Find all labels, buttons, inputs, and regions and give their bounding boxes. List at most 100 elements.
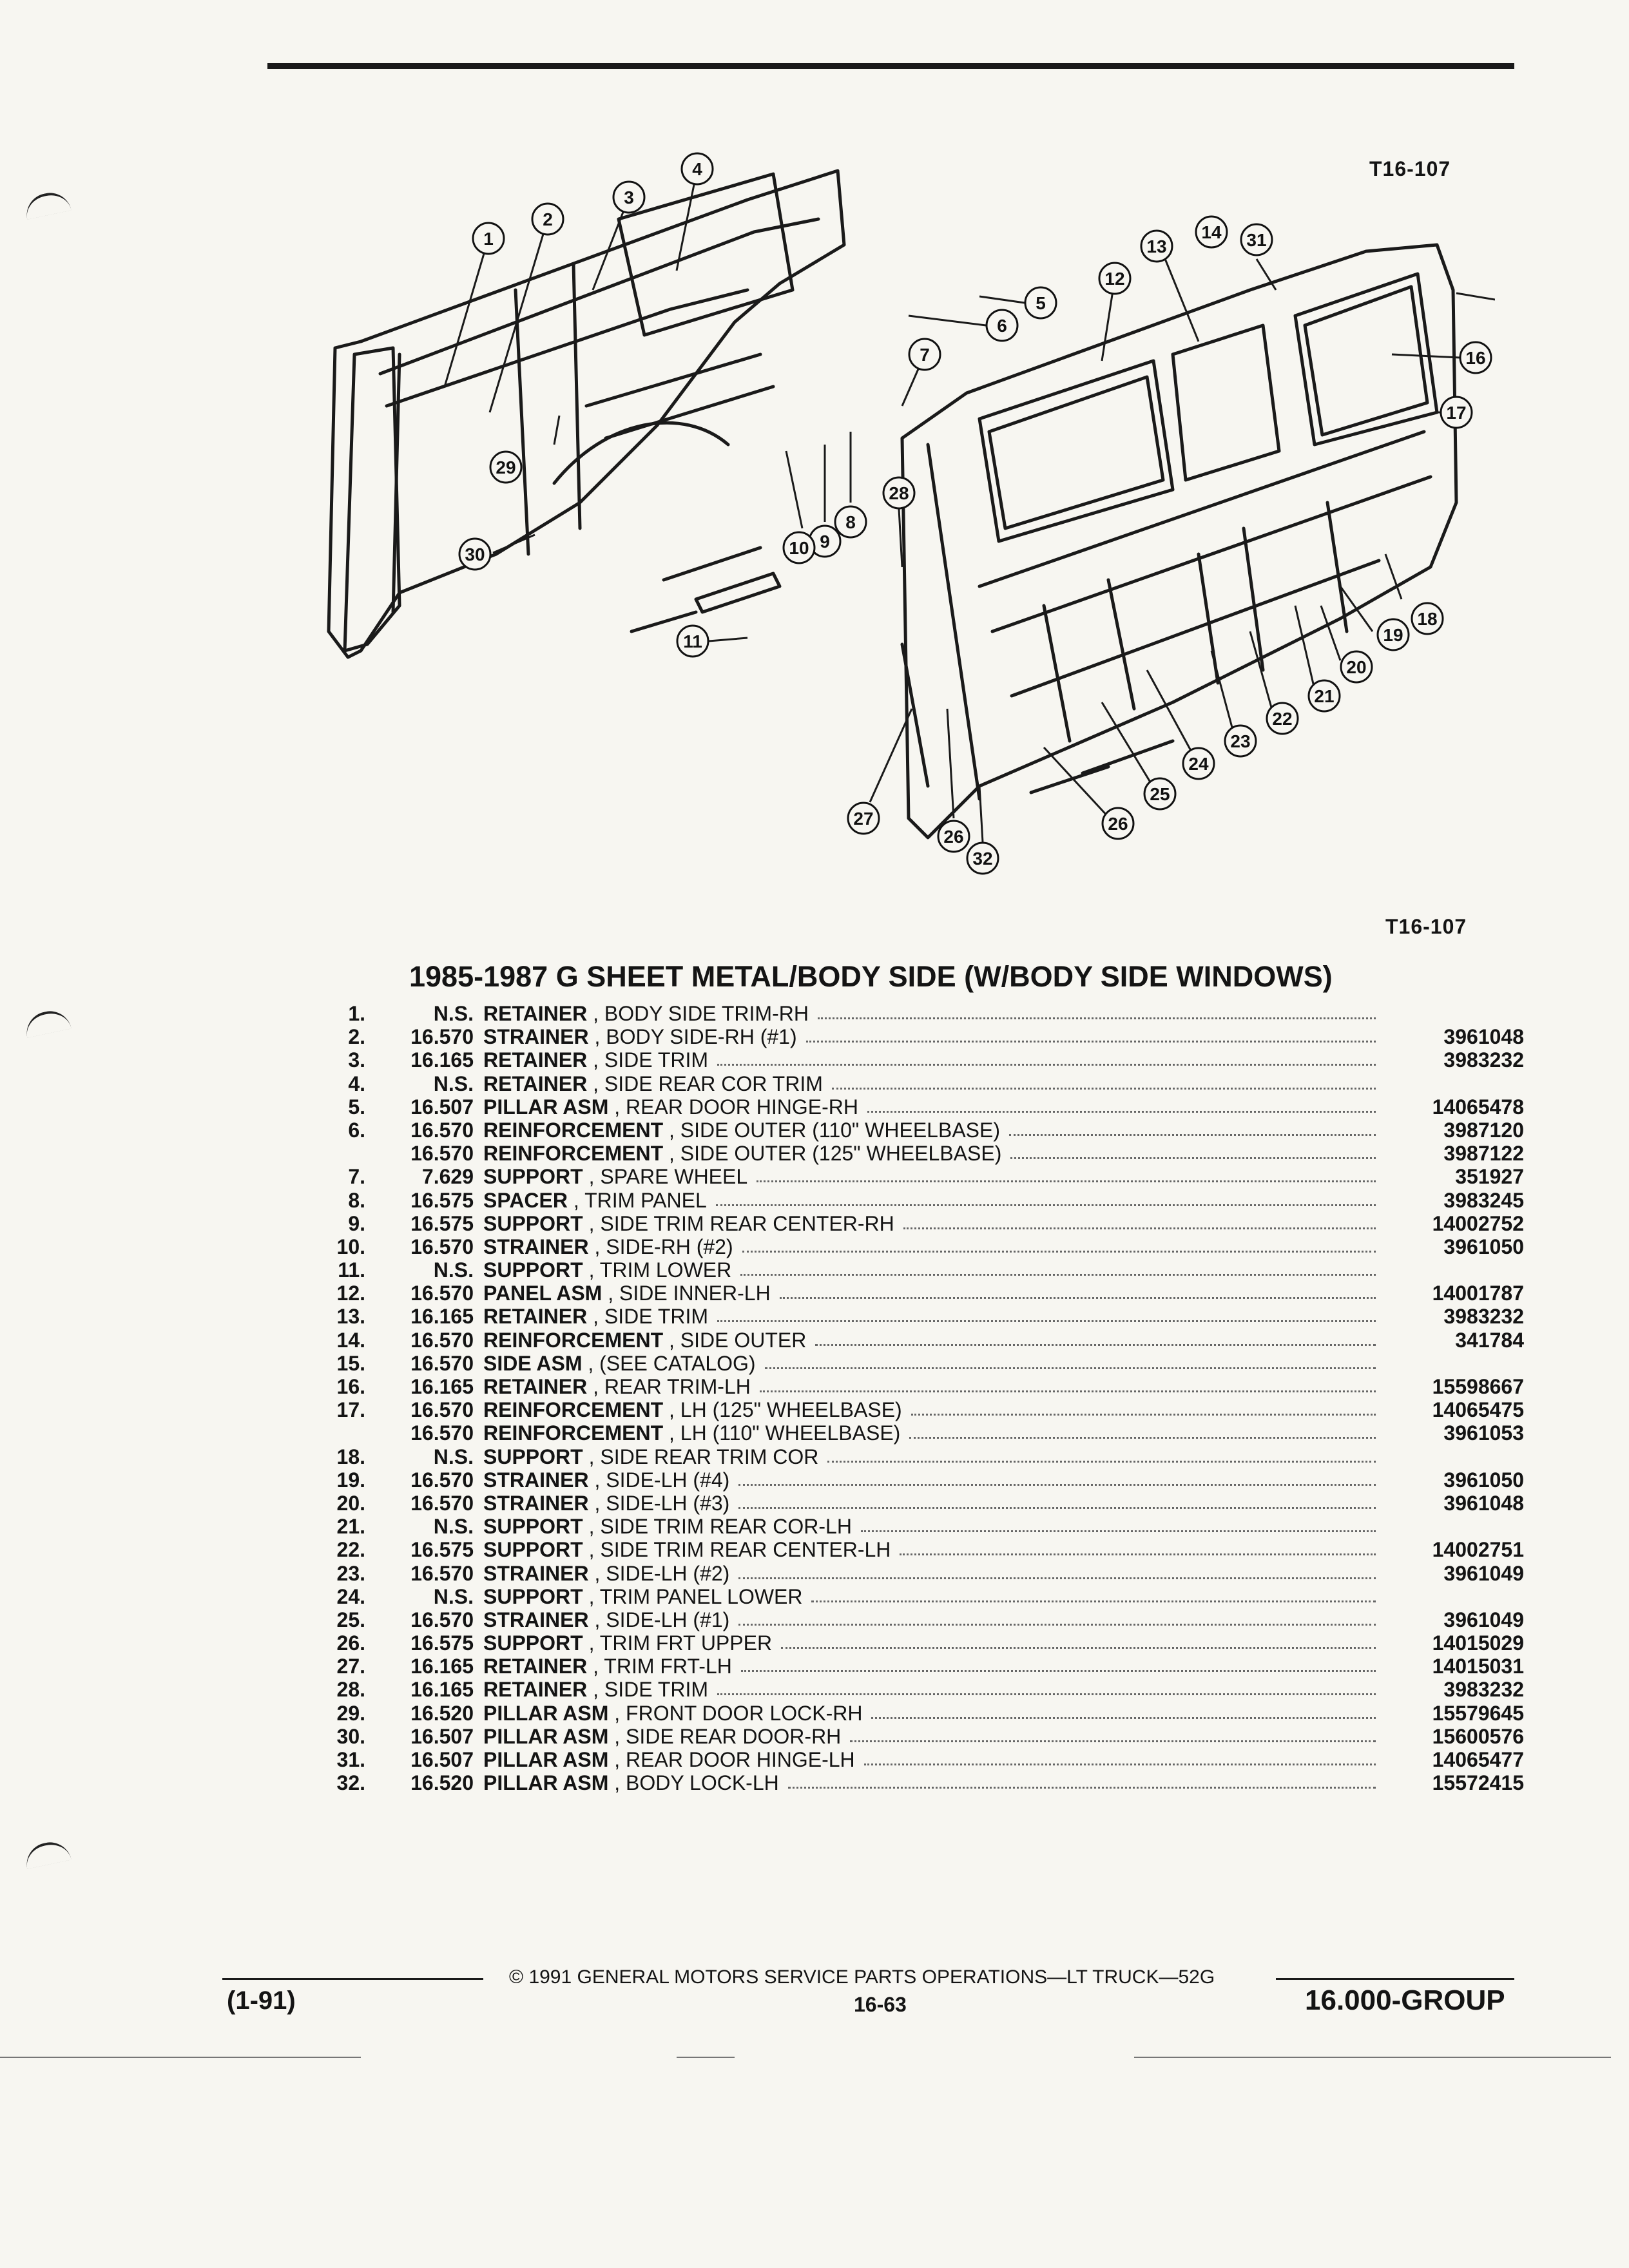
separator: ,: [663, 1142, 680, 1166]
item-number: 5.: [348, 1095, 365, 1119]
part-detail: TRIM FRT UPPER: [599, 1631, 773, 1655]
dot-leader: [738, 1506, 1376, 1509]
callout-label: 24: [1188, 754, 1209, 774]
separator: ,: [587, 1048, 604, 1072]
separator: ,: [583, 1515, 601, 1539]
separator: ,: [583, 1538, 601, 1562]
top-rule: [267, 63, 1514, 69]
group-number: N.S.: [433, 1258, 474, 1282]
part-detail: REAR DOOR HINGE-LH: [626, 1748, 855, 1771]
part-description: REINFORCEMENT , LH (110" WHEELBASE): [483, 1421, 900, 1445]
part-name: SUPPORT: [483, 1584, 583, 1608]
group-number: 16.570: [410, 1282, 474, 1305]
part-name: RETAINER: [483, 1048, 588, 1072]
part-detail: SIDE-LH (#2): [606, 1561, 730, 1585]
part-number: 15600576: [1432, 1724, 1524, 1748]
part-detail: REAR TRIM-LH: [604, 1375, 751, 1398]
part-name: RETAINER: [483, 1655, 588, 1678]
callout-label: 18: [1417, 609, 1437, 629]
part-name: PANEL ASM: [483, 1282, 602, 1305]
group-number: 16.570: [410, 1025, 474, 1049]
part-name: REINFORCEMENT: [483, 1118, 664, 1142]
part-name: PILLAR ASM: [483, 1748, 609, 1771]
part-name: PILLAR ASM: [483, 1095, 609, 1119]
part-detail: SIDE TRIM: [604, 1678, 709, 1702]
separator: ,: [608, 1095, 626, 1119]
part-name: PILLAR ASM: [483, 1701, 609, 1725]
dot-leader: [864, 1763, 1376, 1765]
separator: ,: [663, 1328, 680, 1352]
part-detail: LH (125" WHEELBASE): [680, 1398, 902, 1422]
part-detail: SIDE-LH (#1): [606, 1608, 730, 1631]
part-description: RETAINER , TRIM FRT-LH: [483, 1655, 732, 1678]
callout-label: 3: [624, 187, 634, 207]
callout-label: 11: [683, 631, 702, 651]
part-number: 341784: [1455, 1328, 1524, 1352]
part-description: REINFORCEMENT , SIDE OUTER: [483, 1329, 806, 1352]
lh-window-frame-small: [1171, 323, 1281, 482]
parts-list-row: 1.N.S.RETAINER , BODY SIDE TRIM-RH: [325, 1002, 1524, 1025]
part-description: PILLAR ASM , REAR DOOR HINGE-RH: [483, 1095, 858, 1119]
footer-rule: [1276, 1978, 1514, 1980]
footer-copyright: © 1991 GENERAL MOTORS SERVICE PARTS OPER…: [509, 1966, 1215, 1988]
group-number: 16.507: [410, 1095, 474, 1119]
item-number: 14.: [336, 1328, 365, 1352]
callout-label: 8: [845, 512, 856, 532]
group-number: N.S.: [433, 1002, 474, 1025]
part-number: 3983232: [1443, 1048, 1524, 1072]
separator: ,: [608, 1771, 626, 1795]
group-number: 16.570: [410, 1608, 474, 1631]
footer-date-code: (1-91): [227, 1986, 296, 2015]
item-number: 20.: [336, 1491, 365, 1515]
part-name: SIDE ASM: [483, 1351, 583, 1375]
separator: ,: [608, 1748, 626, 1771]
callout-label: 23: [1230, 731, 1250, 751]
group-number: 16.570: [410, 1398, 474, 1422]
callout-label: 10: [789, 538, 809, 558]
item-number: 24.: [336, 1584, 365, 1608]
separator: ,: [608, 1701, 626, 1725]
dot-leader: [818, 1017, 1376, 1019]
part-description: RETAINER , SIDE TRIM: [483, 1305, 708, 1328]
part-number: 3983245: [1443, 1188, 1524, 1212]
item-number: 17.: [336, 1398, 365, 1422]
part-detail: TRIM PANEL LOWER: [599, 1584, 803, 1608]
part-name: SUPPORT: [483, 1445, 583, 1468]
group-number: 16.570: [410, 1235, 474, 1258]
dot-leader: [811, 1600, 1376, 1602]
part-name: RETAINER: [483, 1375, 588, 1398]
part-name: REINFORCEMENT: [483, 1142, 664, 1166]
item-number: 29.: [336, 1701, 365, 1725]
item-number: 3.: [348, 1048, 365, 1072]
rh-side-panel-outline: [327, 169, 846, 659]
dot-leader: [900, 1553, 1376, 1556]
dot-leader: [781, 1647, 1376, 1649]
separator: ,: [583, 1258, 600, 1282]
part-name: RETAINER: [483, 1678, 588, 1702]
callout-label: 31: [1246, 230, 1266, 250]
part-number: 351927: [1455, 1165, 1524, 1189]
part-number: 3987120: [1443, 1118, 1524, 1142]
part-description: RETAINER , SIDE REAR COR TRIM: [483, 1072, 823, 1095]
dot-leader: [741, 1670, 1376, 1673]
callout-label: 20: [1346, 657, 1366, 677]
part-number: 3961048: [1443, 1491, 1524, 1515]
item-number: 9.: [348, 1211, 365, 1235]
part-number: 15598667: [1432, 1375, 1524, 1398]
part-number: 3961049: [1443, 1608, 1524, 1631]
group-number: 16.575: [410, 1538, 474, 1562]
part-detail: (SEE CATALOG): [599, 1351, 756, 1375]
callout-label: 27: [853, 809, 873, 829]
dot-leader: [738, 1483, 1376, 1486]
footer-rule: [222, 1978, 483, 1980]
rh-front-door-pillar: [391, 352, 401, 614]
item-number: 2.: [348, 1025, 365, 1049]
